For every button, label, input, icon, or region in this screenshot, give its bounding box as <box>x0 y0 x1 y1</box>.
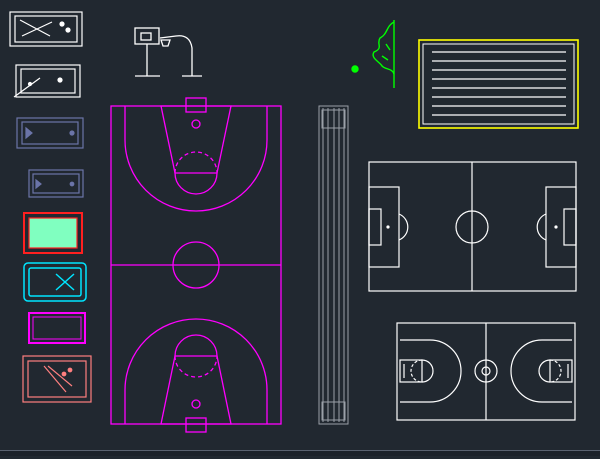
plant-symbol[interactable] <box>351 20 395 88</box>
lane-pool[interactable] <box>418 39 579 129</box>
pool-table-red-green[interactable] <box>23 212 83 254</box>
pool-table-magenta[interactable] <box>28 312 86 344</box>
basketball-hoop[interactable] <box>134 27 202 77</box>
running-track[interactable] <box>318 105 349 425</box>
pool-table-salmon[interactable] <box>22 355 92 403</box>
pool-table-slate-1[interactable] <box>16 117 84 149</box>
status-bar <box>0 450 600 456</box>
pool-table-white-1[interactable] <box>9 11 83 47</box>
basketball-court[interactable] <box>110 97 282 433</box>
small-basketball-court[interactable] <box>396 322 576 421</box>
pool-table-cyan[interactable] <box>23 262 87 302</box>
pool-table-white-2[interactable] <box>13 64 81 98</box>
soccer-field[interactable] <box>368 161 577 292</box>
pool-table-slate-2[interactable] <box>28 169 84 198</box>
